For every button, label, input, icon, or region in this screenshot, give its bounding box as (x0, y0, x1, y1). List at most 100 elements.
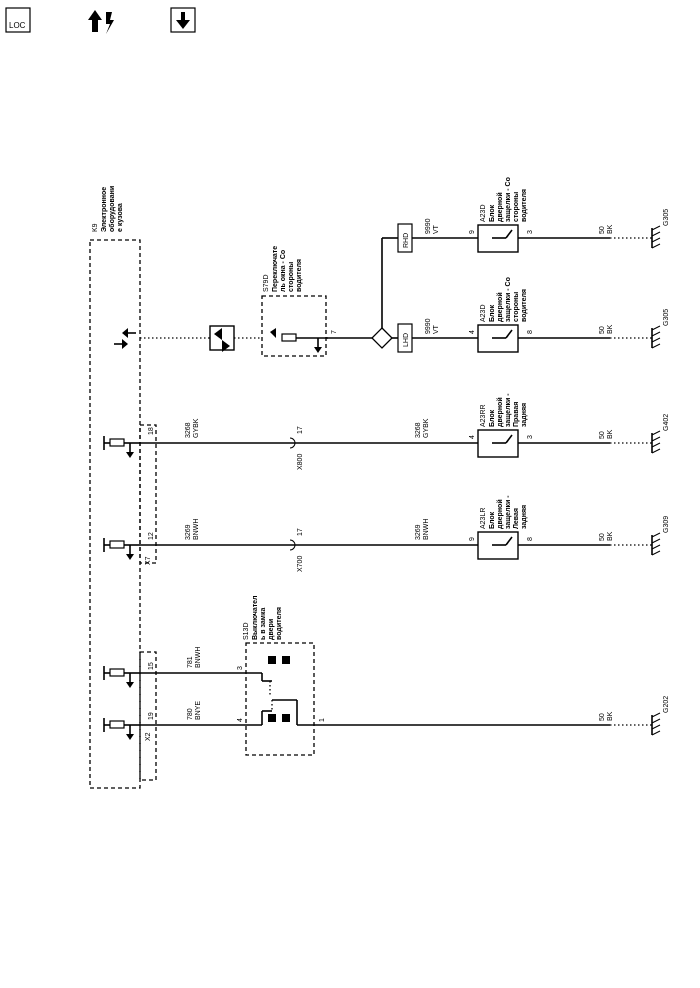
switch-s79d-symbol (270, 328, 328, 353)
a23d-rhd-pin-out: 3 (527, 230, 534, 234)
switch-s79d-label: S79D Переключате ль окна - Со стороны во… (263, 246, 303, 292)
svg-text:дверной: дверной (496, 397, 504, 427)
svg-text:BK: BK (607, 324, 614, 334)
actuator-a23d-rhd (477, 224, 519, 253)
svg-text:A23D: A23D (480, 304, 487, 322)
switch-s13d-box (245, 642, 315, 756)
a23lr-pin-in: 9 (469, 537, 476, 541)
svg-text:Электронное: Электронное (101, 187, 108, 232)
wire-3269-b: 3269 BNWH (415, 519, 430, 540)
actuator-a23lr (477, 531, 519, 560)
loc-icon-text: LOC (9, 21, 26, 30)
svg-text:Блок: Блок (489, 511, 496, 529)
ground-g402: 50 BK G402 (599, 414, 670, 454)
svg-text:3269: 3269 (415, 524, 422, 540)
wire-780: 780 BNYE (187, 701, 202, 720)
k9-pin-18: 18 (148, 427, 155, 435)
svg-text:защелки - Со: защелки - Со (505, 277, 512, 322)
svg-text:двери: двери (268, 619, 275, 640)
s13d-pin-1: 1 (319, 718, 326, 722)
k9-pin-12: 12 (148, 532, 155, 540)
a23d-lhd-pin-out: 8 (527, 330, 534, 334)
svg-text:стороны: стороны (513, 292, 520, 322)
svg-text:A23D: A23D (480, 204, 487, 222)
svg-text:LHD: LHD (403, 333, 410, 347)
ground-g309: 50 BK G309 (599, 516, 670, 556)
switch-s13d-label: S13D Выключател ь в замка двери водителя (243, 595, 283, 640)
svg-text:оборудовани: оборудовани (108, 186, 116, 232)
svg-text:GYBK: GYBK (423, 418, 430, 438)
svg-text:3269: 3269 (185, 524, 192, 540)
window-switch-signal-icon (209, 325, 235, 352)
svg-text:Левая: Левая (513, 508, 520, 529)
wire-3268-a: 3268 GYBK (185, 418, 200, 438)
connector-x7-label: X7 (145, 556, 152, 565)
k9-output-12 (103, 538, 140, 560)
svg-text:50: 50 (599, 713, 606, 721)
switch-s79d-box (261, 295, 327, 357)
svg-text:G402: G402 (663, 414, 670, 431)
svg-text:BK: BK (607, 224, 614, 234)
k9-pin-15: 15 (148, 662, 155, 670)
svg-text:G305: G305 (663, 209, 670, 226)
k9-pin-19: 19 (148, 712, 155, 720)
svg-text:задняя: задняя (521, 505, 528, 529)
svg-text:дверной: дверной (496, 499, 504, 529)
connector-x2-label: X2 (145, 732, 152, 741)
svg-text:S13D: S13D (243, 622, 250, 640)
svg-text:780: 780 (187, 708, 194, 720)
k9-output-15 (103, 666, 140, 688)
ground-icon[interactable] (170, 7, 196, 33)
svg-text:50: 50 (599, 226, 606, 234)
svg-text:защелки -: защелки - (505, 393, 512, 427)
svg-text:защелки - Со: защелки - Со (505, 177, 512, 222)
a23rr-pin-in: 4 (469, 435, 476, 439)
svg-text:стороны: стороны (288, 262, 295, 292)
svg-text:A23RR: A23RR (480, 404, 487, 427)
s13d-pin-4: 4 (237, 718, 244, 722)
svg-text:K9: K9 (92, 223, 99, 232)
option-rhd: RHD (397, 223, 413, 253)
wire-9990-rhd: 9990 VT (425, 218, 440, 234)
switch-s13d-symbol (261, 656, 314, 726)
actuator-a23rr-label: A23RR Блок дверной защелки - Правая задн… (480, 393, 528, 427)
svg-text:A23LR: A23LR (480, 508, 487, 529)
x700-ref: X700 (297, 556, 304, 572)
svg-text:е кузова: е кузова (117, 203, 124, 232)
actuator-a23lr-label: A23LR Блок дверной защелки - Левая задня… (480, 495, 528, 529)
x800-ref: X800 (297, 454, 304, 470)
wire-9990-lhd: 9990 VT (425, 318, 440, 334)
svg-text:защелки -: защелки - (505, 495, 512, 529)
svg-text:Правая: Правая (513, 402, 520, 427)
svg-text:BK: BK (607, 711, 614, 721)
wire-3269-a: 3269 BNWH (185, 519, 200, 540)
hot-at-all-times-icon[interactable] (88, 10, 114, 34)
svg-text:BNWH: BNWH (193, 519, 200, 540)
k9-serial-arrows (114, 328, 210, 349)
svg-text:дверной: дверной (496, 192, 504, 222)
svg-text:BNWH: BNWH (195, 647, 202, 668)
svg-text:ль окна - Со: ль окна - Со (280, 250, 287, 292)
a23rr-pin-out: 3 (527, 435, 534, 439)
svg-text:задняя: задняя (521, 403, 528, 427)
svg-text:GYBK: GYBK (193, 418, 200, 438)
svg-text:BK: BK (607, 531, 614, 541)
module-k9-label: K9 Электронное оборудовани е кузова (92, 186, 124, 232)
svg-text:VT: VT (433, 224, 440, 234)
a23d-rhd-pin-in: 9 (469, 230, 476, 234)
wire-781: 781 BNWH (187, 647, 202, 668)
svg-text:G202: G202 (663, 696, 670, 713)
switch-s79d-pin: 7 (331, 330, 338, 334)
loc-icon[interactable]: LOC (5, 7, 31, 33)
svg-text:Выключател: Выключател (252, 595, 259, 640)
wire-3268-b: 3268 GYBK (415, 418, 430, 438)
actuator-a23d-lhd (477, 324, 519, 353)
svg-text:ь в замка: ь в замка (260, 608, 267, 640)
svg-text:водителя: водителя (276, 607, 283, 640)
svg-text:50: 50 (599, 533, 606, 541)
svg-text:781: 781 (187, 656, 194, 668)
svg-text:VT: VT (433, 324, 440, 334)
svg-text:BK: BK (607, 429, 614, 439)
svg-text:водителя: водителя (296, 259, 303, 292)
